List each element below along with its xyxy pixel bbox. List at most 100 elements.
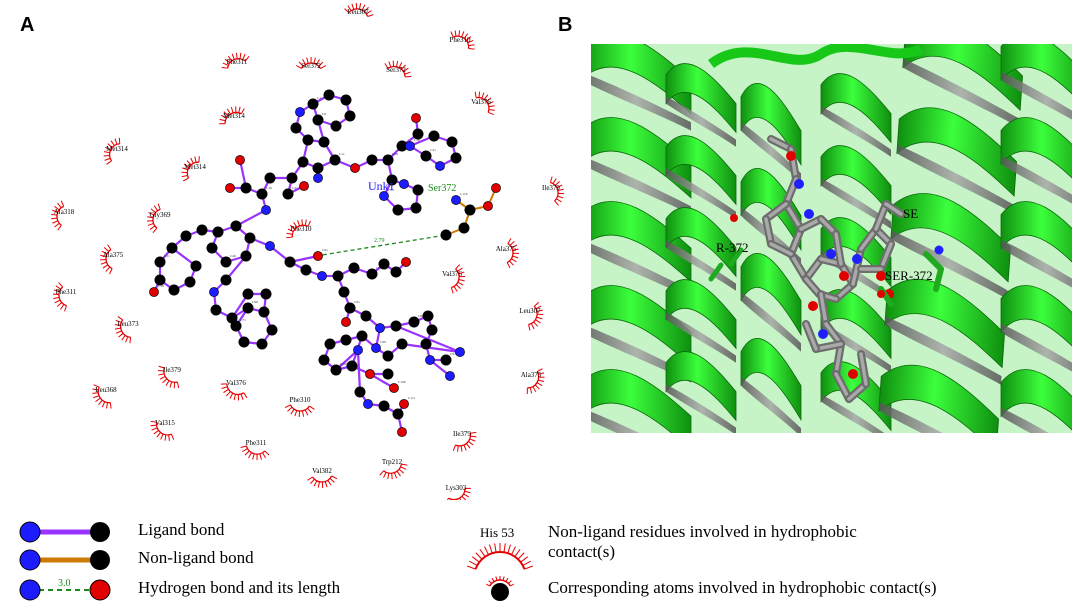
residue-label: Ile379 — [542, 184, 560, 192]
heteroatom — [876, 271, 886, 281]
residue-lys303: Lys303 — [446, 484, 471, 500]
nitrogen-atom-icon — [19, 521, 41, 543]
panel-b-letter: B — [558, 14, 573, 36]
residue-met314: Met314 — [103, 137, 128, 165]
atom-label: C81 — [354, 300, 360, 304]
residue-ser372: Ser372 — [384, 60, 412, 78]
heteroatom — [848, 369, 858, 379]
ligand-atom — [348, 262, 360, 274]
ligand-atom — [340, 334, 352, 346]
atom-label: C106 — [398, 380, 406, 384]
residue-phe310: Phe310 — [286, 219, 312, 239]
ligand-atom — [225, 183, 235, 193]
ligand-atom — [332, 270, 344, 282]
ligand-atom — [154, 256, 166, 268]
ligand-atom — [390, 320, 402, 332]
residue-phe310: Phe310 — [450, 30, 475, 50]
residue-phe311: Phe311 — [52, 282, 77, 312]
hbond-length-label: 2.79 — [374, 238, 385, 244]
heteroatom — [808, 301, 818, 311]
residue-ile379: Ile379 — [157, 365, 181, 389]
ligand-atom — [382, 154, 394, 166]
residue-val376: Val376 — [442, 264, 466, 294]
ligand-atom — [324, 338, 336, 350]
ligand-atom — [396, 338, 408, 350]
residue-leu368: Leu368 — [92, 384, 117, 409]
ligand-atom — [412, 184, 424, 196]
ligand-atom — [220, 256, 232, 268]
legend-hbond: Hydrogen bond and its length — [138, 578, 341, 597]
ligand-atom — [168, 284, 180, 296]
ligand-atom — [240, 250, 252, 262]
ligand-atom — [491, 183, 501, 193]
ligand-atom — [242, 302, 254, 314]
atom-label: C31 — [388, 188, 394, 192]
residue-label: Ile379 — [453, 430, 471, 438]
ligand-name-label: Unk1 — [368, 179, 395, 193]
residue-val376: Val376 — [471, 91, 495, 116]
residue-label: Ala375 — [496, 245, 517, 253]
bonded-residue-label: Ser372 — [428, 183, 456, 194]
ligand-atom — [260, 288, 272, 300]
atom-label: C41 — [430, 148, 436, 152]
ligand-atom — [363, 399, 373, 409]
ligand-atom — [284, 256, 296, 268]
ligand-atom — [356, 330, 368, 342]
ligand-atom — [464, 204, 476, 216]
ligand-atom — [256, 338, 268, 350]
ligand-atom — [206, 242, 218, 254]
residue-ala375: Ala375 — [521, 368, 545, 394]
heteroatom — [804, 209, 814, 219]
residue-ser372: Ser372 — [296, 56, 326, 70]
atom-label: C86 — [418, 314, 424, 318]
ligand-atom — [238, 336, 250, 348]
nitrogen-atom-icon — [19, 579, 41, 601]
residue-label: Met314 — [106, 145, 128, 153]
residue-ala375: Ala375 — [496, 238, 520, 269]
helix-cartoons — [591, 44, 1072, 433]
ligand-atom — [366, 154, 378, 166]
residue-label: Val376 — [226, 379, 246, 387]
ligand-atom — [378, 258, 390, 270]
ligand-atom — [307, 98, 319, 110]
hbond-length-example: 3.0 — [58, 578, 71, 589]
ligand-atom — [397, 427, 407, 437]
ligand-atom — [354, 386, 366, 398]
ligand-atom — [282, 188, 294, 200]
heteroatom — [839, 271, 849, 281]
ligand-atom — [458, 222, 470, 234]
residue-label: Val382 — [312, 467, 332, 475]
ligand-atom — [440, 354, 452, 366]
atom-label: C111 — [408, 396, 416, 400]
ligand-atom — [212, 226, 224, 238]
ligand-atom — [386, 174, 398, 186]
ligand-atom — [313, 173, 323, 183]
ligand-atom — [312, 114, 324, 126]
ligand-atom — [312, 162, 324, 174]
atom-label: C26 — [392, 152, 398, 156]
residue-label-3d: R-372 — [716, 240, 749, 255]
ligand-atom — [295, 107, 305, 117]
ligand-atom — [379, 191, 389, 201]
residue-label: Ala318 — [54, 208, 75, 216]
legend: 3.0 Ligand bond Non-ligand bond Hydrogen… — [0, 506, 1072, 616]
residue-label: Phe311 — [56, 288, 77, 296]
ligand-atom — [401, 257, 411, 267]
ligand-atom — [210, 304, 222, 316]
carbon-atom-icon — [90, 522, 110, 542]
residue-label: Gly369 — [150, 211, 172, 219]
residue-trp212: Trp212 — [379, 458, 408, 480]
ligand-atom — [410, 202, 422, 214]
atom-label: C91 — [450, 352, 456, 356]
ligand-atom — [344, 302, 356, 314]
legend-atom-desc: Corresponding atoms involved in hydropho… — [548, 578, 937, 597]
ligand-atom — [330, 364, 342, 376]
ligand-atom — [317, 271, 327, 281]
ligand-atom — [258, 306, 270, 318]
residue-ala318: Ala318 — [51, 200, 75, 231]
ligand-atom — [451, 195, 461, 205]
ligand-atom — [149, 287, 159, 297]
ligand-atom — [196, 224, 208, 236]
ligand-atom — [390, 266, 402, 278]
